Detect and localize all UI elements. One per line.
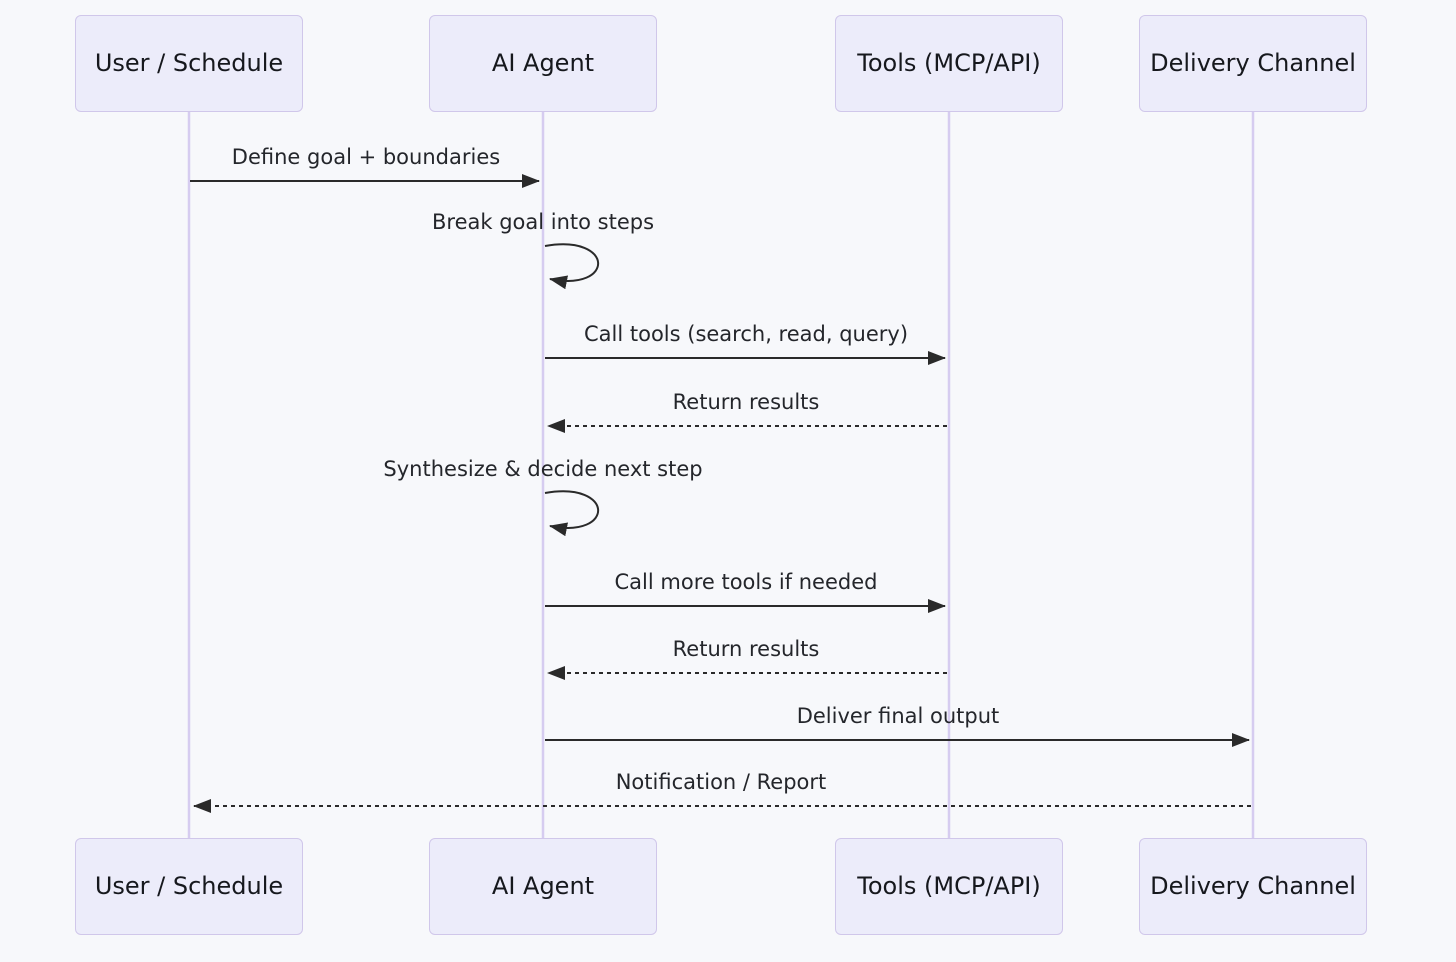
actor-top-user-schedule: User / Schedule (75, 15, 303, 112)
message-label-define-goal: Define goal + boundaries (231, 145, 501, 169)
actor-label: AI Agent (491, 871, 595, 900)
message-label-call-tools: Call tools (search, read, query) (583, 322, 909, 346)
actor-top-tools: Tools (MCP/API) (835, 15, 1063, 112)
actor-label: AI Agent (491, 48, 595, 77)
message-label-notification-report: Notification / Report (615, 770, 827, 794)
actor-top-delivery-channel: Delivery Channel (1139, 15, 1367, 112)
message-label-synthesize: Synthesize & decide next step (383, 457, 703, 481)
self-loop-synthesize (544, 490, 600, 537)
message-label-return-results-1: Return results (672, 390, 820, 414)
message-label-break-goal: Break goal into steps (431, 210, 655, 234)
actor-bottom-ai-agent: AI Agent (429, 838, 657, 935)
actor-label: User / Schedule (94, 48, 284, 77)
actor-label: Delivery Channel (1150, 871, 1356, 900)
actor-top-ai-agent: AI Agent (429, 15, 657, 112)
self-loop-break-goal (544, 243, 600, 290)
message-label-call-more-tools: Call more tools if needed (614, 570, 878, 594)
message-label-deliver-final-output: Deliver final output (796, 704, 1000, 728)
actor-label: Tools (MCP/API) (857, 871, 1041, 900)
actor-label: Tools (MCP/API) (857, 48, 1041, 77)
actor-label: User / Schedule (94, 871, 284, 900)
actor-label: Delivery Channel (1150, 48, 1356, 77)
actor-bottom-tools: Tools (MCP/API) (835, 838, 1063, 935)
actor-bottom-user-schedule: User / Schedule (75, 838, 303, 935)
message-label-return-results-2: Return results (672, 637, 820, 661)
actor-bottom-delivery-channel: Delivery Channel (1139, 838, 1367, 935)
